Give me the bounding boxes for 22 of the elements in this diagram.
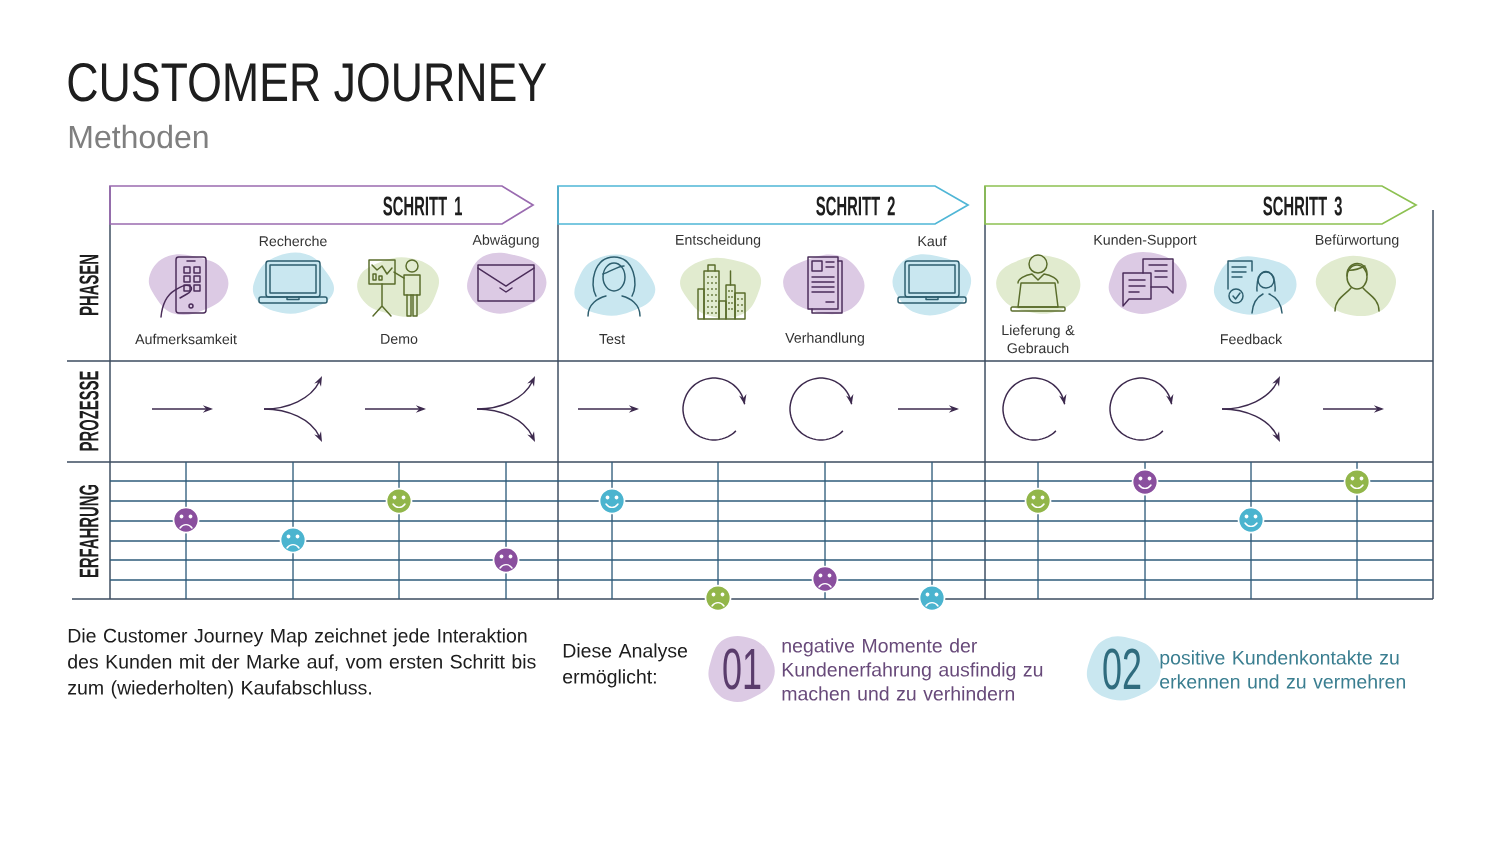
phase-label: Demo [381,334,418,344]
phase-label: Aufmerksamkeit [135,333,237,345]
step-banner: SCHRITT 1 [109,185,535,225]
intro-text: Diese Analyse ermöglicht: [563,643,688,688]
row-header: ERFAHRUNG [79,484,99,578]
description-text: negative Momente der Kundenerfahrung ausfindig zu machen und zu verhindern [782,638,1043,701]
step-banner: SCHRITT 2 [557,185,970,225]
phase-label: Verhandlung [785,332,864,346]
phase-label: Lieferung & Gebrauch [1002,324,1075,354]
phase-label: Feedback [1221,333,1283,345]
description-text: Die Customer Journey Map zeichnet jede Interaktion des Kunden mit der Marke auf, vom ersten Schritt bis zum (wiederholten) Kaufabschluss. [68,628,536,699]
row-header: PHASEN [79,255,99,315]
step-banner: SCHRITT 3 [984,185,1418,225]
phase-label: Abwägung [472,234,539,248]
phase-label: Kauf [918,235,947,247]
number-badge: 01 [708,635,775,702]
subtitle: Methoden [69,124,208,149]
title: CUSTOMER JOURNEY [68,62,547,102]
number-badge: 02 [1086,636,1161,701]
row-header: PROZESSE [79,371,99,451]
description-text: positive Kundenkontakte zu erkennen und zu vermehren [1160,650,1405,689]
phase-label: Test [599,334,625,344]
